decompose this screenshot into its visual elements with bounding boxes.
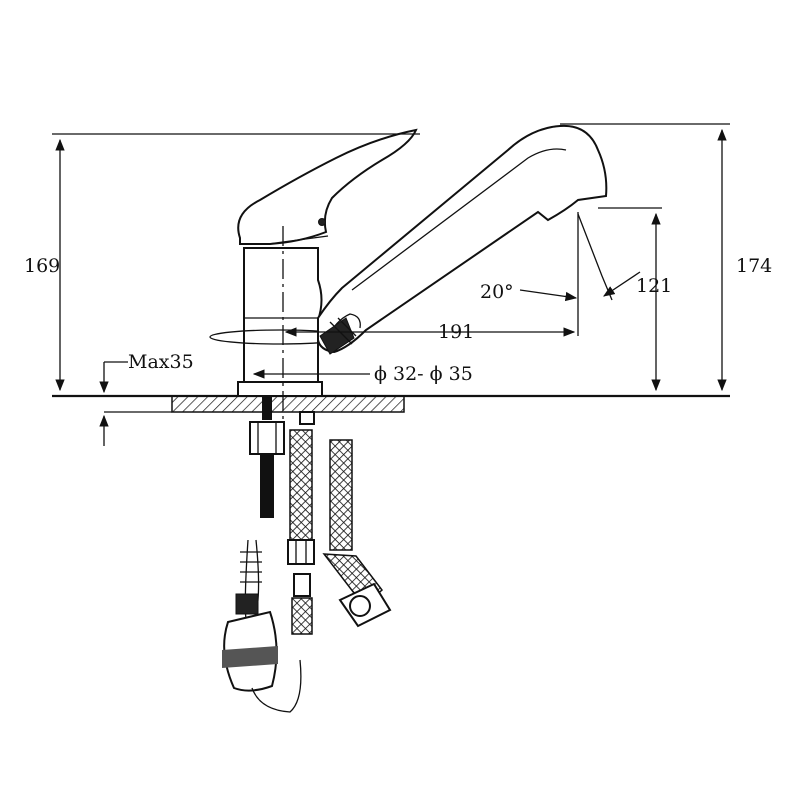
label-191: 191	[438, 321, 474, 343]
label-121: 121	[636, 275, 672, 297]
label-169: 169	[24, 255, 60, 277]
label-diameter: ϕ 32- ϕ 35	[374, 363, 473, 385]
countertop	[52, 394, 730, 413]
faucet-body	[209, 128, 418, 420]
label-20-degrees: 20°	[480, 281, 514, 303]
label-max35: Max35	[128, 351, 194, 373]
label-174: 174	[736, 255, 772, 277]
below-counter-fittings	[222, 396, 392, 713]
dimension-labels: 169 174 121 191 20° Max35 ϕ 32- ϕ 35	[24, 255, 772, 385]
dimension-lines	[52, 123, 730, 446]
